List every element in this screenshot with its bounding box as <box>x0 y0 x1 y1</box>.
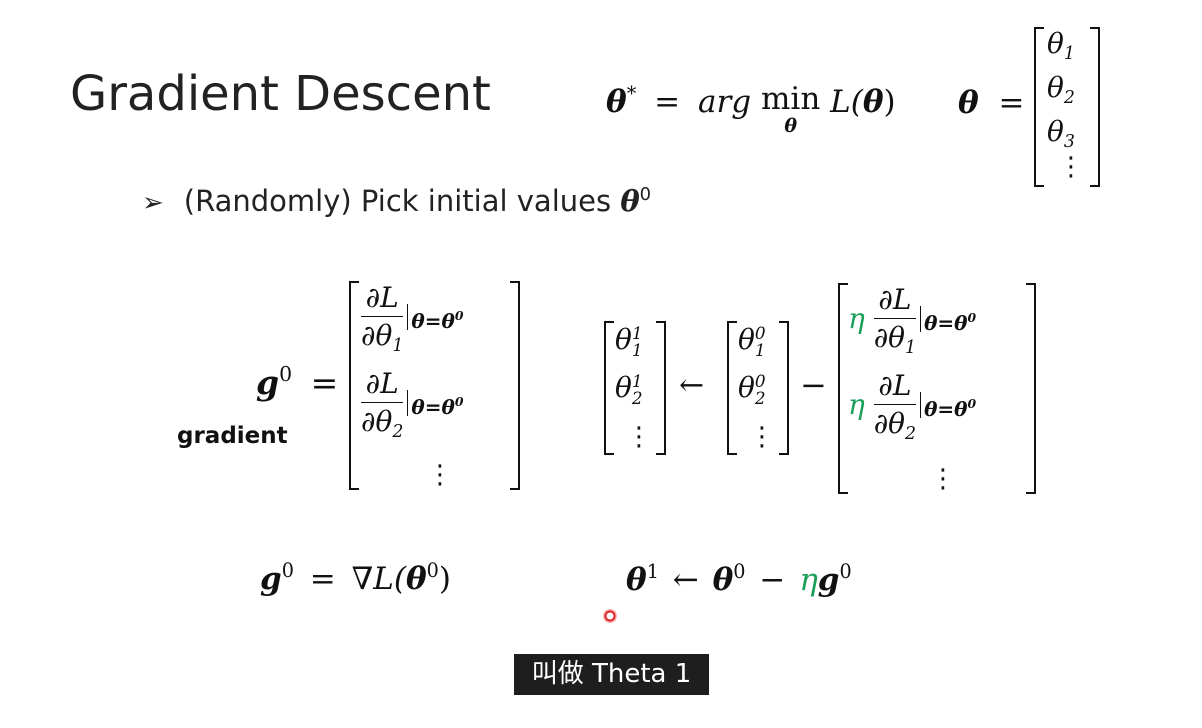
equals-sign: = <box>309 561 336 597</box>
param-vector-lhs: θ = <box>958 85 1025 121</box>
right-bracket <box>1090 27 1100 187</box>
right-bracket <box>1026 283 1036 494</box>
old-theta-vdots: ⋮ <box>749 422 775 452</box>
laser-pointer-icon <box>603 609 617 623</box>
gradient-lhs: g0 = <box>256 362 339 402</box>
theta-symbol: θ <box>405 561 427 597</box>
right-bracket <box>779 321 789 455</box>
step-vdots: ⋮ <box>930 464 956 494</box>
left-bracket <box>1034 27 1044 187</box>
left-bracket <box>727 321 737 455</box>
loss-arg: θ <box>862 84 884 120</box>
equals-sign: = <box>654 84 681 120</box>
theta1-symbol: θ <box>626 562 647 598</box>
assign-arrow: ← <box>679 368 705 403</box>
gradient-vdots: ⋮ <box>427 460 453 490</box>
min-text: min <box>761 81 821 117</box>
theta0-sup: 0 <box>639 183 652 205</box>
left-bracket <box>604 321 614 455</box>
theta0-symbol: θ <box>712 562 734 598</box>
minus-sign: − <box>759 562 786 598</box>
left-bracket <box>349 281 359 490</box>
star-sup: * <box>626 82 637 106</box>
param-matrix: θ1 θ2 θ3 ⋮ <box>1034 27 1100 187</box>
equals-sign: = <box>998 85 1025 121</box>
param-row-3: θ3 <box>1047 115 1075 153</box>
g-sup: 0 <box>279 362 293 387</box>
param-vector: θ = θ1 θ2 θ3 ⋮ <box>958 27 1103 192</box>
close-paren: ) <box>438 561 451 597</box>
bullet-text: (Randomly) Pick initial values <box>183 184 621 218</box>
theta0-symbol: θ <box>620 184 640 218</box>
param-row-2: θ2 <box>1047 71 1075 109</box>
right-bracket <box>510 281 520 490</box>
param-row-1: θ1 <box>1047 27 1075 65</box>
min-subscript: θ <box>784 115 797 137</box>
video-subtitle: 叫做 Theta 1 <box>514 654 709 695</box>
equals-sign: = <box>310 363 339 402</box>
theta0-sup: 0 <box>733 560 746 584</box>
loss-func: L( <box>830 84 863 120</box>
theta-star-symbol: θ <box>606 84 627 120</box>
bullet-arrow-icon: ➢ <box>142 188 164 218</box>
left-bracket <box>838 283 848 494</box>
g-sup: 0 <box>839 560 852 584</box>
bullet-line: ➢ (Randomly) Pick initial values θ0 <box>142 184 651 218</box>
loss-close: ) <box>883 84 896 120</box>
objective-formula: θ* = arg min θ L(θ) <box>606 82 896 136</box>
theta-sup: 0 <box>426 559 439 583</box>
min-operator: min θ <box>761 84 820 136</box>
theta-symbol: θ <box>958 85 979 121</box>
new-theta-vdots: ⋮ <box>626 422 652 452</box>
g-symbol: g <box>256 363 280 402</box>
param-vdots: ⋮ <box>1058 152 1084 182</box>
assign-arrow: ← <box>672 562 699 598</box>
arg-text: arg <box>698 84 752 120</box>
g-sup: 0 <box>281 559 294 583</box>
update-equation: θ1 ← θ0 − ηg0 <box>626 560 852 598</box>
minus-sign: − <box>800 366 827 404</box>
g-symbol: g <box>817 562 840 598</box>
nabla-loss: ∇L( <box>351 561 406 597</box>
g-symbol: g <box>260 561 282 597</box>
right-bracket <box>656 321 666 455</box>
eta-symbol: η <box>799 562 818 598</box>
slide-title: Gradient Descent <box>70 66 491 122</box>
gradient-equation: g0 = ∇L(θ0) <box>260 559 451 597</box>
theta1-sup: 1 <box>646 560 659 584</box>
gradient-label: gradient <box>177 423 288 449</box>
